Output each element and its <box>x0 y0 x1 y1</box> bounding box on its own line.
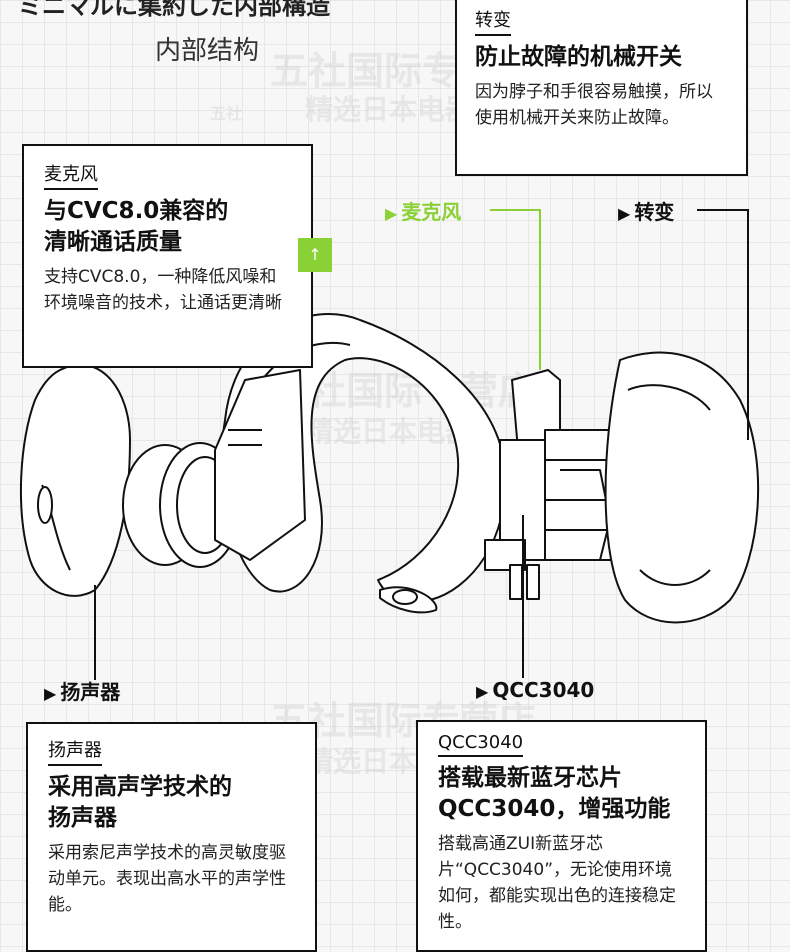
switch-desc: 因为脖子和手很容易触摸，所以使用机械开关来防止故障。 <box>475 82 713 128</box>
switch-info-card: 转变 防止故障的机械开关 因为脖子和手很容易触摸，所以使用机械开关来防止故障。 <box>455 0 748 176</box>
callout-speaker: ▶扬声器 <box>44 676 120 705</box>
qcc-title-line1: 搭载最新蓝牙芯片 <box>438 765 622 791</box>
qcc-title-line2: QCC3040，增强功能 <box>438 796 671 822</box>
triangle-icon: ▶ <box>476 682 489 701</box>
speaker-tag: 扬声器 <box>48 736 102 766</box>
page-title-japanese: ミニマルに集約した内部構造 <box>18 0 330 20</box>
mic-title-line1: 与CVC8.0兼容的 <box>44 198 229 224</box>
speaker-desc: 采用索尼声学技术的高灵敏度驱动单元。表现出高水平的声学性能。 <box>48 843 286 915</box>
callout-mic-text: 麦克风 <box>401 200 462 224</box>
switch-tag: 转变 <box>475 6 511 36</box>
callout-speaker-text: 扬声器 <box>60 680 121 704</box>
page-title: 内部结构 <box>155 36 260 66</box>
watermark-logo: 五社 <box>210 104 243 123</box>
callout-mic: ▶麦克风 <box>385 196 461 225</box>
callout-switch-text: 转变 <box>634 200 675 224</box>
mic-tag: 麦克风 <box>44 160 98 190</box>
triangle-icon: ▶ <box>618 204 631 223</box>
speaker-title-line2: 扬声器 <box>48 805 117 831</box>
mic-info-card: 麦克风 与CVC8.0兼容的 清晰通话质量 支持CVC8.0，一种降低风噪和环境… <box>22 144 313 368</box>
qcc-tag: QCC3040 <box>438 732 524 757</box>
callout-qcc: ▶QCC3040 <box>476 678 594 702</box>
callout-qcc-text: QCC3040 <box>492 678 595 702</box>
speaker-info-card: 扬声器 采用高声学技术的 扬声器 采用索尼声学技术的高灵敏度驱动单元。表现出高水… <box>26 722 317 952</box>
triangle-icon: ▶ <box>44 684 57 703</box>
switch-title: 防止故障的机械开关 <box>475 44 682 70</box>
next-arrow-button[interactable]: ↑ <box>298 238 332 272</box>
callout-switch: ▶转变 <box>618 196 674 225</box>
speaker-title-line1: 采用高声学技术的 <box>48 774 232 800</box>
watermark-slogan: 精选日本电器 <box>305 415 474 448</box>
qcc-info-card: QCC3040 搭载最新蓝牙芯片 QCC3040，增强功能 搭载高通ZUI新蓝牙… <box>416 720 707 952</box>
mic-desc: 支持CVC8.0，一种降低风噪和环境噪音的技术，让通话更清晰 <box>44 267 282 313</box>
mic-title-line2: 清晰通话质量 <box>44 229 182 255</box>
triangle-icon: ▶ <box>385 204 398 223</box>
watermark-slogan: 精选日本电器 <box>305 93 474 126</box>
qcc-desc: 搭载高通ZUI新蓝牙芯片“QCC3040”，无论使用环境如何，都能实现出色的连接… <box>438 834 676 932</box>
